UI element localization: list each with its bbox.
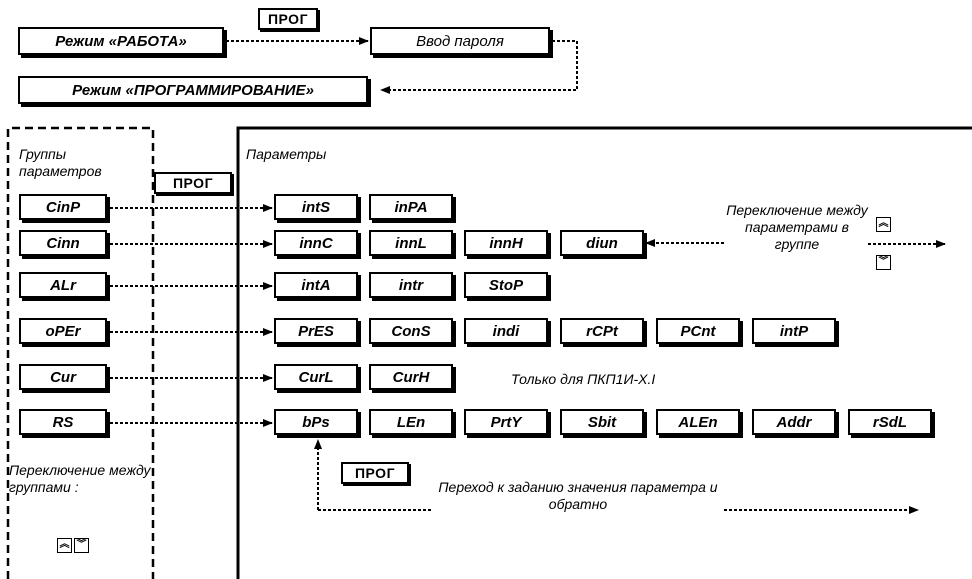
param-box-rsdl: rSdL: [848, 409, 932, 435]
group-box-oper: oPEr: [19, 318, 107, 344]
group-up-button[interactable]: ︽: [57, 538, 72, 553]
only-for-note: Только для ПКП1И-Х.I: [511, 371, 656, 387]
groups-title: Группы параметров: [19, 146, 102, 179]
param-box-prty: PrtY: [464, 409, 548, 435]
param-box-rcpt: rCPt: [560, 318, 644, 344]
param-box-innc: innC: [274, 230, 358, 256]
group-box-rs: RS: [19, 409, 107, 435]
group-box-cinp: CinP: [19, 194, 107, 220]
group-box-alr: ALr: [19, 272, 107, 298]
groups-switch-caption: Переключение между группами :: [9, 462, 151, 495]
double-chevron-down-icon: ︾: [878, 256, 889, 267]
param-down-button[interactable]: ︾: [876, 255, 891, 270]
prog-key-groups: ПРОГ: [154, 172, 232, 194]
param-box-cons: ConS: [369, 318, 453, 344]
param-box-curh: CurH: [369, 364, 453, 390]
param-box-innh: innH: [464, 230, 548, 256]
param-box-addr: Addr: [752, 409, 836, 435]
param-box-alen: ALEn: [656, 409, 740, 435]
param-box-sbit: Sbit: [560, 409, 644, 435]
group-box-cinn: Cinn: [19, 230, 107, 256]
double-chevron-down-icon: ︾: [76, 539, 87, 550]
param-up-button[interactable]: ︽: [876, 217, 891, 232]
param-box-curl: CurL: [274, 364, 358, 390]
param-box-inpa: inPA: [369, 194, 453, 220]
param-box-len: LEn: [369, 409, 453, 435]
param-box-stop: StoP: [464, 272, 548, 298]
double-chevron-up-icon: ︽: [878, 218, 889, 229]
param-box-intp: intP: [752, 318, 836, 344]
group-box-cur: Cur: [19, 364, 107, 390]
transition-caption: Переход к заданию значения параметра и о…: [438, 479, 718, 512]
prog-key-value: ПРОГ: [341, 462, 409, 484]
prog-key-top: ПРОГ: [258, 8, 318, 30]
mode-work-box: Режим «РАБОТА»: [18, 27, 224, 55]
param-box-inta: intA: [274, 272, 358, 298]
param-box-intr: intr: [369, 272, 453, 298]
password-entry-box: Ввод пароля: [370, 27, 550, 55]
param-box-innl: innL: [369, 230, 453, 256]
params-switch-caption: Переключение между параметрами в группе: [726, 202, 868, 252]
param-box-pcnt: PCnt: [656, 318, 740, 344]
group-down-button[interactable]: ︾: [74, 538, 89, 553]
param-box-ints: intS: [274, 194, 358, 220]
double-chevron-up-icon: ︽: [59, 539, 70, 550]
param-box-indi: indi: [464, 318, 548, 344]
param-box-diun: diun: [560, 230, 644, 256]
param-box-pres: PrES: [274, 318, 358, 344]
param-box-bps: bPs: [274, 409, 358, 435]
mode-programming-box: Режим «ПРОГРАММИРОВАНИЕ»: [18, 76, 368, 104]
params-title: Параметры: [246, 146, 327, 162]
